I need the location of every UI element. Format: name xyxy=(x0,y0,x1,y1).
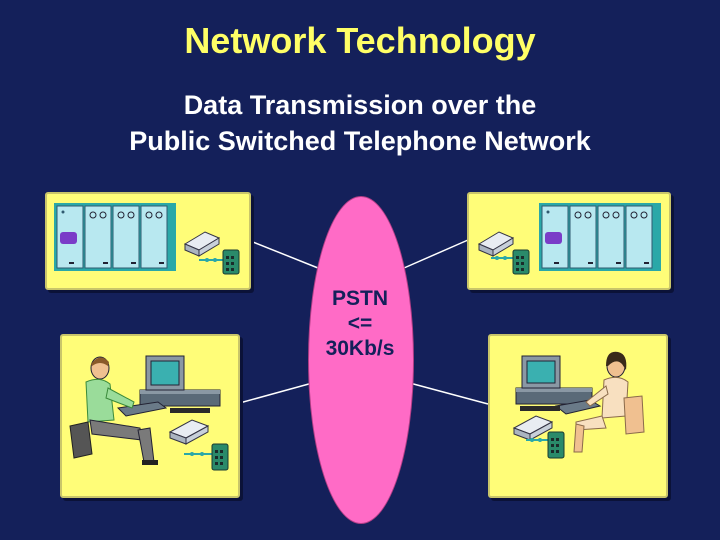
person-male-icon xyxy=(69,356,158,465)
server-rack-icon xyxy=(54,203,176,271)
server-rack-icon xyxy=(539,203,661,271)
link-bottom-right xyxy=(405,381,489,405)
panel-server-right xyxy=(467,192,671,290)
slide-title: Network Technology xyxy=(184,20,536,61)
telephone-icon xyxy=(199,249,240,275)
subtitle-line-2: Public Switched Telephone Network xyxy=(129,125,591,156)
telephone-icon xyxy=(491,249,530,275)
person-female-icon xyxy=(573,351,645,453)
pstn-label: PSTN <= 30Kb/s xyxy=(300,286,420,362)
telephone-icon xyxy=(526,431,565,459)
link-top-right xyxy=(403,239,469,269)
pstn-label-line-1: PSTN xyxy=(331,287,388,310)
pstn-label-line-2: <= xyxy=(347,312,373,336)
modem-icon xyxy=(512,415,554,441)
telephone-icon xyxy=(184,443,229,471)
modem-icon xyxy=(477,231,515,257)
server-site-left-art xyxy=(54,203,240,275)
workstation-icon xyxy=(116,355,221,417)
user-site-left-art xyxy=(69,355,229,471)
server-site-right-art xyxy=(477,203,661,275)
subtitle-line-1: Data Transmission over the xyxy=(183,90,537,120)
slide-subtitle: Data Transmission over the Public Switch… xyxy=(0,88,720,159)
modem-icon xyxy=(168,419,210,445)
panel-user-left xyxy=(60,334,240,498)
panel-server-left xyxy=(45,192,251,290)
pstn-ellipse xyxy=(308,196,414,524)
panel-user-right xyxy=(488,334,668,498)
user-site-right-art xyxy=(512,351,645,459)
workstation-icon xyxy=(515,355,602,415)
link-bottom-left xyxy=(235,381,317,405)
link-top-left xyxy=(247,239,319,269)
modem-icon xyxy=(183,231,221,257)
pstn-label-line-3: 30Kb/s xyxy=(325,337,395,361)
